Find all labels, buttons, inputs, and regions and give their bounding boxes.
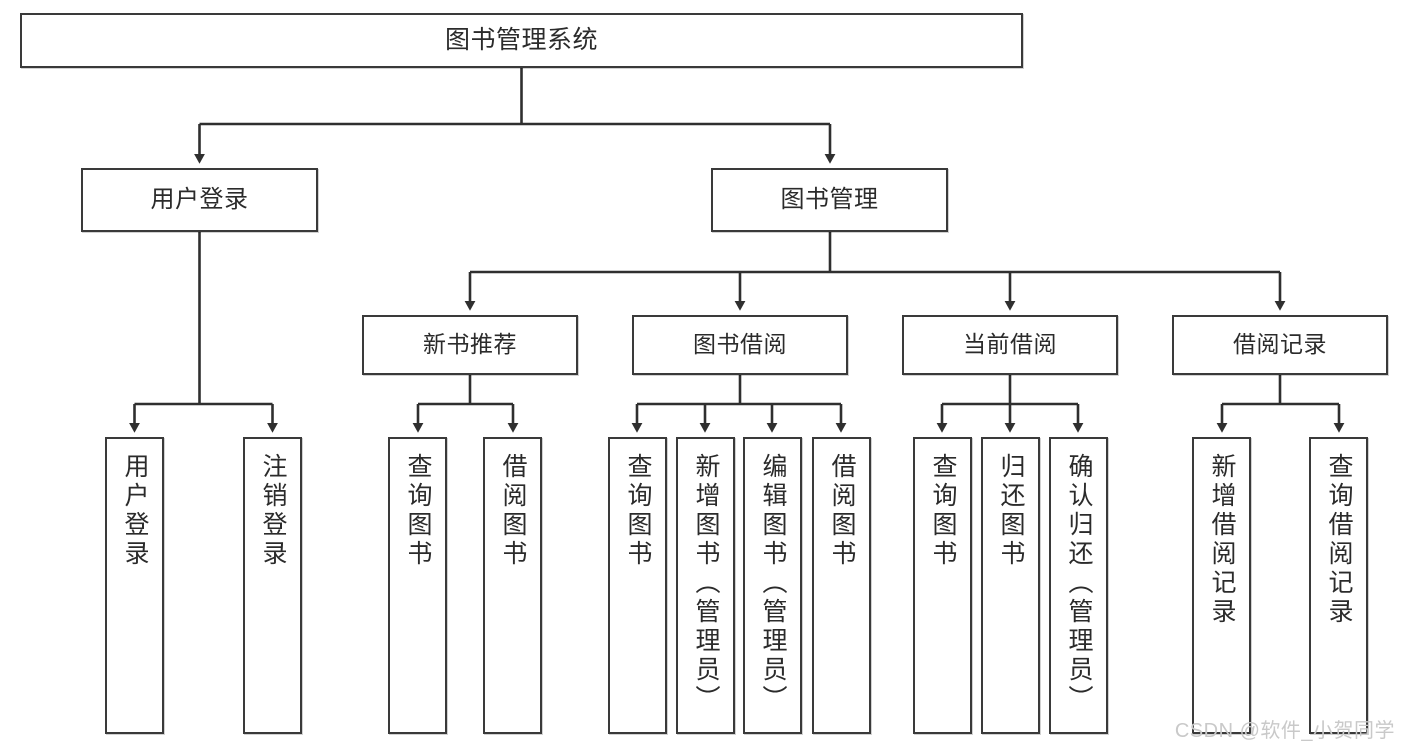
node-book-borrow[interactable]: 图书借阅 <box>632 315 848 375</box>
node-user-login[interactable]: 用户登录 <box>81 168 318 232</box>
node-leaf-query-borrow-record[interactable]: 查询借阅记录 <box>1309 437 1368 734</box>
node-label: 查询图书 <box>929 453 957 569</box>
node-current-borrow[interactable]: 当前借阅 <box>902 315 1118 375</box>
node-leaf-query-book-current[interactable]: 查询图书 <box>913 437 972 734</box>
node-leaf-logout-login[interactable]: 注销登录 <box>243 437 302 734</box>
node-label: 确认归还（管理员） <box>1065 453 1093 714</box>
node-leaf-return-book[interactable]: 归还图书 <box>981 437 1040 734</box>
node-leaf-borrow-book-recommend[interactable]: 借阅图书 <box>483 437 542 734</box>
node-label: 归还图书 <box>997 453 1025 569</box>
node-label: 当前借阅 <box>963 331 1057 358</box>
node-label: 借阅记录 <box>1233 331 1327 358</box>
node-label: 新书推荐 <box>423 331 517 358</box>
node-label: 查询借阅记录 <box>1325 453 1353 627</box>
watermark: CSDN @软件_小贺同学 <box>1174 720 1395 742</box>
node-new-book-recommend[interactable]: 新书推荐 <box>362 315 578 375</box>
node-label: 用户登录 <box>150 185 249 213</box>
node-label: 查询图书 <box>404 453 432 569</box>
node-leaf-borrow-book-borrow[interactable]: 借阅图书 <box>812 437 871 734</box>
node-label: 新增借阅记录 <box>1208 453 1236 627</box>
node-label: 新增图书（管理员） <box>692 453 720 714</box>
node-leaf-query-book-borrow[interactable]: 查询图书 <box>608 437 667 734</box>
node-leaf-confirm-return-admin[interactable]: 确认归还（管理员） <box>1049 437 1108 734</box>
node-root-book-management-system[interactable]: 图书管理系统 <box>20 13 1023 68</box>
node-label: 借阅图书 <box>828 453 856 569</box>
node-label: 用户登录 <box>121 453 149 569</box>
node-label: 编辑图书（管理员） <box>759 453 787 714</box>
node-label: 借阅图书 <box>499 453 527 569</box>
node-borrow-record[interactable]: 借阅记录 <box>1172 315 1388 375</box>
node-label: 图书管理系统 <box>444 25 598 54</box>
node-leaf-user-login[interactable]: 用户登录 <box>105 437 164 734</box>
node-label: 注销登录 <box>259 453 287 569</box>
node-leaf-edit-book-admin[interactable]: 编辑图书（管理员） <box>743 437 802 734</box>
node-leaf-add-borrow-record[interactable]: 新增借阅记录 <box>1192 437 1251 734</box>
node-leaf-add-book-admin[interactable]: 新增图书（管理员） <box>676 437 735 734</box>
node-leaf-query-book-recommend[interactable]: 查询图书 <box>388 437 447 734</box>
node-label: 图书借阅 <box>693 331 787 358</box>
node-label: 图书管理 <box>780 185 879 213</box>
node-book-management[interactable]: 图书管理 <box>711 168 948 232</box>
node-label: 查询图书 <box>624 453 652 569</box>
